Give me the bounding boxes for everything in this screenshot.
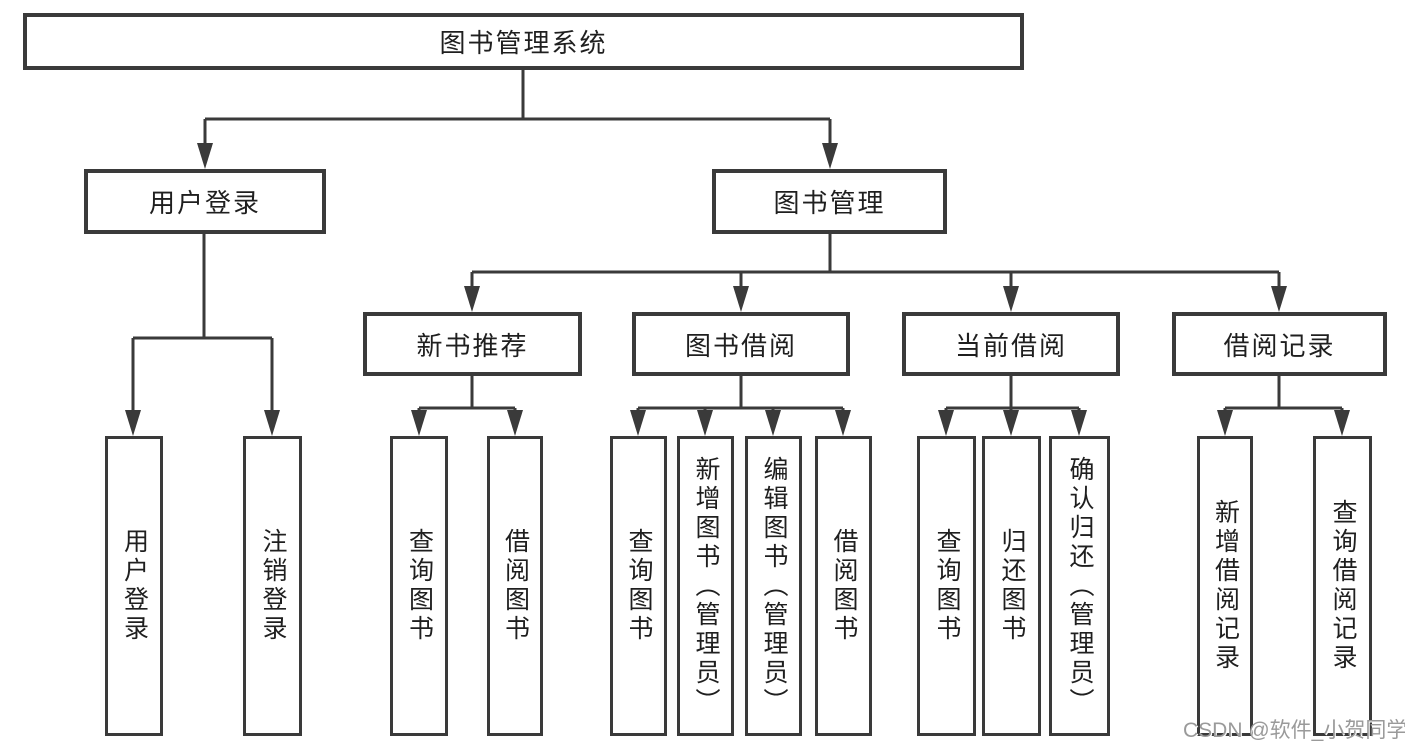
connector-book-borrow-split	[636, 376, 845, 414]
leaf-user-login: 用户登录	[105, 436, 163, 736]
node-root: 图书管理系统	[23, 13, 1024, 70]
arrowhead-to-leaf-bb-edit	[765, 410, 781, 436]
connector-current-borrow-split	[944, 376, 1081, 414]
connector-new-book-split	[417, 376, 517, 414]
arrowhead-to-leaf-user-login	[125, 410, 141, 436]
arrowhead-to-book-borrow	[733, 286, 749, 312]
arrowhead-to-leaf-cb-query	[938, 410, 954, 436]
leaf-current-confirm-return-admin: 确认归还（管理员）	[1049, 436, 1110, 736]
node-user-login: 用户登录	[84, 169, 326, 234]
arrowhead-to-leaf-logout	[264, 410, 280, 436]
arrowhead-to-leaf-bb-query	[630, 410, 646, 436]
arrowhead-to-book-management	[822, 143, 838, 169]
node-new-book-recommend: 新书推荐	[363, 312, 582, 376]
leaf-records-query-borrow-record: 查询借阅记录	[1313, 436, 1372, 736]
connector-root-split	[203, 70, 832, 145]
arrowhead-to-current-borrow	[1003, 286, 1019, 312]
arrowhead-to-leaf-cb-confirm	[1071, 410, 1087, 436]
leaf-borrow-query-books: 查询图书	[610, 436, 667, 736]
leaf-logout: 注销登录	[243, 436, 302, 736]
arrowhead-to-leaf-nb-borrow	[507, 410, 523, 436]
watermark-text: CSDN @软件_小贺同学	[1183, 719, 1405, 742]
connector-borrow-records-split	[1223, 376, 1344, 414]
arrowhead-to-new-book	[464, 286, 480, 312]
leaf-records-add-borrow-record: 新增借阅记录	[1197, 436, 1253, 736]
leaf-borrow-add-books-admin: 新增图书（管理员）	[677, 436, 734, 736]
arrowhead-to-leaf-br-add	[1217, 410, 1233, 436]
leaf-current-query-books: 查询图书	[917, 436, 976, 736]
arrowhead-to-leaf-bb-add	[697, 410, 713, 436]
leaf-current-return-books: 归还图书	[982, 436, 1041, 736]
arrowhead-to-leaf-bb-borrow	[835, 410, 851, 436]
node-current-borrowing: 当前借阅	[902, 312, 1120, 376]
leaf-borrow-borrow-books: 借阅图书	[815, 436, 872, 736]
node-book-borrowing: 图书借阅	[632, 312, 850, 376]
connector-user-login-split	[131, 234, 274, 412]
arrowhead-to-leaf-nb-query	[411, 410, 427, 436]
arrowheads	[125, 143, 1350, 436]
connector-book-management-split	[470, 234, 1281, 288]
node-book-management: 图书管理	[712, 169, 947, 234]
leaf-borrow-edit-books-admin: 编辑图书（管理员）	[745, 436, 802, 736]
arrowhead-to-leaf-br-query	[1334, 410, 1350, 436]
arrowhead-to-leaf-cb-return	[1003, 410, 1019, 436]
connector-lines	[131, 70, 1344, 414]
leaf-newbook-borrow-books: 借阅图书	[487, 436, 543, 736]
node-borrowing-records: 借阅记录	[1172, 312, 1387, 376]
leaf-newbook-query-books: 查询图书	[390, 436, 448, 736]
arrowhead-to-borrow-records	[1271, 286, 1287, 312]
arrowhead-to-user-login	[197, 143, 213, 169]
